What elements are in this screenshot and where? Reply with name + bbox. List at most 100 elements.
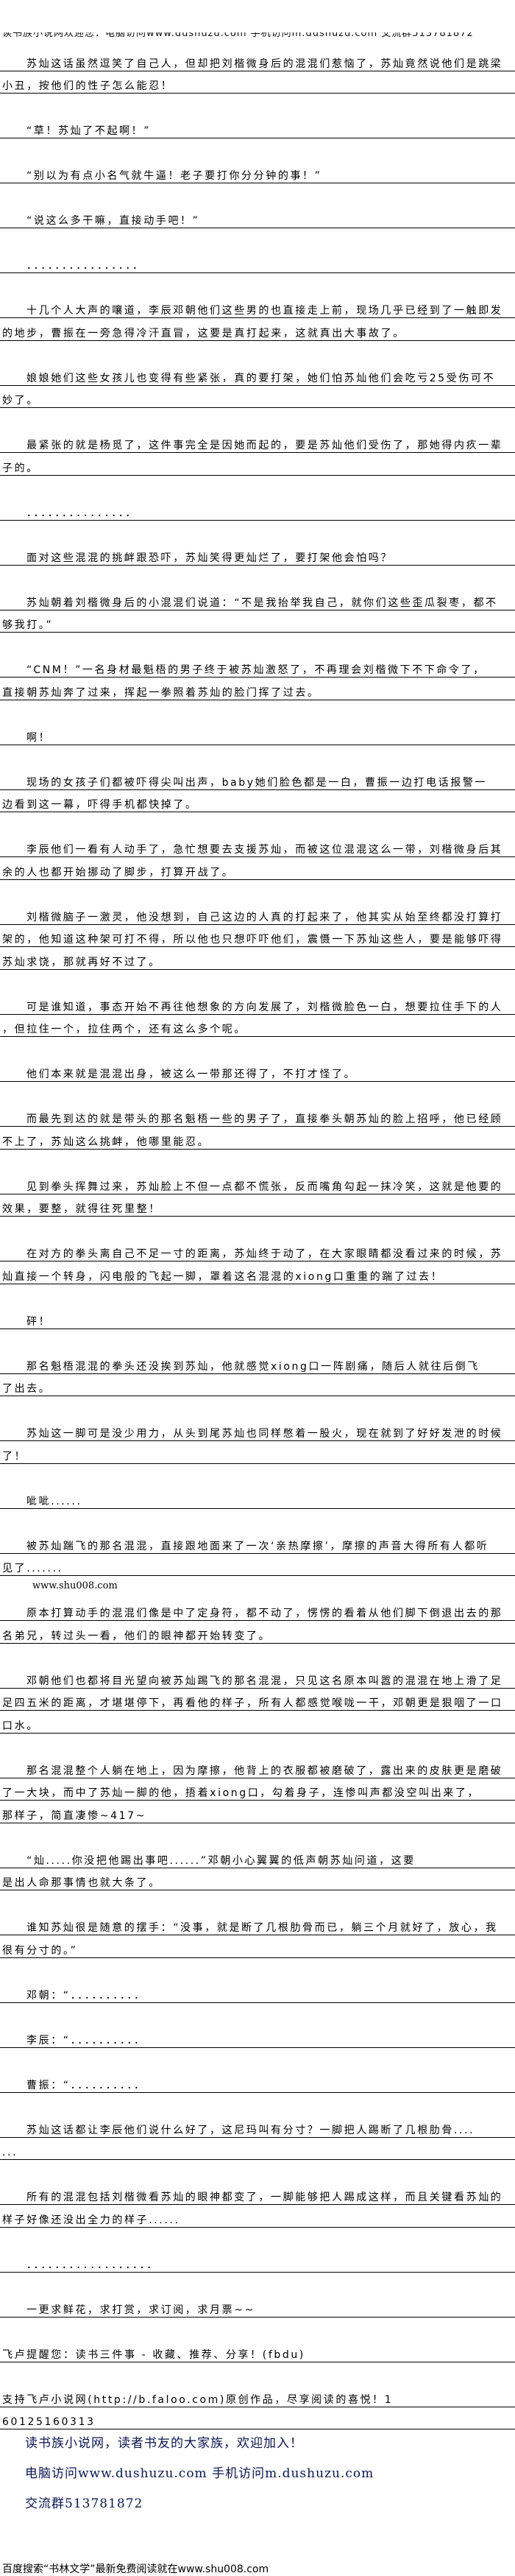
search-hint: 百度搜索“书林文学”最新免费阅读就在www.shu008.com bbox=[2, 2563, 269, 2575]
paragraph-text: 那名混混整个人躺在地上，因为摩擦，他背上的衣服都被磨破了，露出来的皮肤更是磨破 bbox=[26, 1764, 503, 1777]
paragraph-text: ．．．．．．．．．．．．．．．．．． bbox=[26, 2259, 159, 2271]
text-line: 娘娘她们这些女孩儿也变得有些紧张，真的要打架，她们怕苏灿他们会吃亏25受伤可不 bbox=[0, 363, 515, 386]
paragraph-text: 足四五米的距离，才堪堪停下，再看他的样子，所有人都感觉喉咙一干，邓朝更是狠咽了一… bbox=[2, 1697, 503, 1709]
paragraph-gap bbox=[0, 745, 515, 768]
paragraph-text: 样子好像还没出全力的样子...... bbox=[2, 2214, 180, 2226]
paragraph-text: 邓朝：“．．．．．．．．．． bbox=[26, 1989, 146, 2002]
paragraph-text: 了出去。 bbox=[2, 1383, 52, 1395]
paragraph-gap bbox=[0, 1509, 515, 1532]
paragraph-gap bbox=[0, 1217, 515, 1239]
paragraph-text: 苏灿这话都让李辰他们说什么好了，这尼玛叫有分寸？一脚把人踢断了几根肋骨.... bbox=[26, 2124, 475, 2136]
text-line: 而最先到达的就是带头的那名魁梧一些的男子了，直接拳头朝苏灿的脸上招呼，他已经顾 bbox=[0, 1105, 515, 1127]
text-line: 见到拳头挥舞过来，苏灿脸上不但一点都不慌张，反而嘴角勾起一抹冷笑，这就是他要的 bbox=[0, 1172, 515, 1194]
text-line: 很有分寸的。” bbox=[0, 1935, 515, 1958]
paragraph-text: 见了....... bbox=[2, 1563, 63, 1574]
paragraph-gap bbox=[0, 341, 515, 364]
paragraph-text: 名弟兄，转过头一看，他们的眼神都开始转变了。 bbox=[2, 1630, 271, 1642]
paragraph-text: “草！苏灿了不起啊！” bbox=[26, 125, 152, 137]
paragraph-gap bbox=[0, 1037, 515, 1060]
paragraph-text: 面对这些混混的挑衅跟恐吓，苏灿笑得更灿烂了，要打架他会怕吗？ bbox=[26, 552, 393, 564]
text-line: 妙了。 bbox=[0, 386, 515, 408]
paragraph-gap bbox=[0, 2048, 515, 2071]
text-line: 邓朝：“．．．．．．．．．． bbox=[0, 1980, 515, 2003]
text-line: 飞卢提醒您：读书三件事 - 收藏、推荐、分享！(fbdu) bbox=[0, 2340, 515, 2362]
paragraph-gap bbox=[0, 408, 515, 431]
text-line: 足四五米的距离，才堪堪停下，再看他的样子，所有人都感觉喉咙一干，邓朝更是狠咽了一… bbox=[0, 1689, 515, 1711]
site-watermark-text: www.shu008.com bbox=[32, 1580, 118, 1591]
text-line: 最紧张的就是杨觅了，这件事完全是因她而起的，要是苏灿他们受伤了，那她得内疚一辈 bbox=[0, 431, 515, 453]
paragraph-gap bbox=[0, 1284, 515, 1307]
paragraph-text: 60125160313 bbox=[2, 2416, 96, 2428]
text-line: 了一大块，而中了苏灿一脚的他，捂着xiong口，勾着身子，连惨叫声都没空叫出来了… bbox=[0, 1778, 515, 1801]
text-line: 现场的女孩子们都被吓得尖叫出声，baby她们脸色都是一白，曹振一边打电话报警一 bbox=[0, 767, 515, 790]
paragraph-gap bbox=[0, 273, 515, 296]
text-line: ．．．．．．．．．．．．．．． bbox=[0, 498, 515, 521]
text-line: 曹振：“．．．．．．．．．． bbox=[0, 2070, 515, 2093]
paragraph-text: 支持飞卢小说网(http://b.faloo.com)原创作品，尽享阅读的喜悦！… bbox=[2, 2393, 394, 2406]
paragraph-text: “说这么多干嘛，直接动手吧！” bbox=[26, 215, 200, 227]
text-line: 直接朝苏灿奔了过来，挥起一拳照着苏灿的脸门挥了过去。 bbox=[0, 678, 515, 700]
paragraph-gap bbox=[0, 476, 515, 499]
chapter-body: 苏灿这话虽然逗笑了自己人，但却把刘楷微身后的混混们惹恼了，苏灿竟然说他们是跳梁小… bbox=[0, 49, 515, 2429]
paragraph-text: 不上了，苏灿这么挑衅，他哪里能忍。 bbox=[2, 1136, 210, 1148]
text-line: “说这么多干嘛，直接动手吧！” bbox=[0, 206, 515, 228]
paragraph-text: 子的。 bbox=[2, 462, 39, 474]
paragraph-gap bbox=[0, 1150, 515, 1172]
text-line: 灿直接一个转身，闪电般的飞起一脚，罩着这名混混的xiong口重重的踹了过去！ bbox=[0, 1261, 515, 1284]
paragraph-gap bbox=[0, 2318, 515, 2340]
text-line: 子的。 bbox=[0, 453, 515, 476]
paragraph-text: 啊！ bbox=[26, 731, 52, 744]
paragraph-gap bbox=[0, 521, 515, 543]
paragraph-text: “CNM！”一名身材最魁梧的男子终于被苏灿激怒了，不再理会刘楷微下不下命令了， bbox=[26, 664, 486, 676]
text-line: 被苏灿踹飞的那名混混，直接跟地面来了一次‘亲热摩擦’，摩擦的声音大得所有人都听 bbox=[0, 1531, 515, 1554]
text-line: 不上了，苏灿这么挑衅，他哪里能忍。 bbox=[0, 1127, 515, 1150]
paragraph-text: 原本打算动手的混混们像是中了定身符，都不动了，愣愣的看着从他们脚下倒退出去的那 bbox=[26, 1608, 503, 1619]
paragraph-text: 谁知苏灿很是随意的摆手：“没事，就是断了几根肋骨而已，躺三个月就好了，放心，我 bbox=[26, 1922, 498, 1934]
paragraph-text: 现场的女孩子们都被吓得尖叫出声，baby她们脸色都是一白，曹振一边打电话报警一 bbox=[26, 776, 488, 789]
paragraph-text: 苏灿朝着刘楷微身后的小混混们说道：“不是我抬举我自己，就你们这些歪瓜裂枣，都不 bbox=[26, 597, 498, 609]
paragraph-text: 余的人也都开始挪动了脚步，打算开战了。 bbox=[2, 866, 235, 879]
paragraph-text: 直接朝苏灿奔了过来，挥起一拳照着苏灿的脸门挥了过去。 bbox=[2, 686, 320, 699]
text-line: 边看到这一幕，吓得手机都快掉了。 bbox=[0, 790, 515, 812]
paragraph-text: 够我打。” bbox=[2, 619, 54, 631]
text-line: ，但拉住一个，拉住两个，还有这么多个呢。 bbox=[0, 1015, 515, 1037]
paragraph-text: 那样子，简直凄惨~417~ bbox=[2, 1809, 146, 1822]
text-line: 邓朝他们也都将目光望向被苏灿踢飞的那名混混，只见这名原本叫嚣的混混在地上滑了足 bbox=[0, 1666, 515, 1689]
text-line: 样子好像还没出全力的样子...... bbox=[0, 2205, 515, 2228]
paragraph-text: 李辰：“．．．．．．．．．． bbox=[26, 2034, 146, 2047]
text-line: 的地步，曹振在一旁急得冷汗直冒，这要是真打起来，这就真出大事故了。 bbox=[0, 318, 515, 341]
paragraph-text: 了一大块，而中了苏灿一脚的他，捂着xiong口，勾着身子，连惨叫声都没空叫出来了… bbox=[2, 1787, 480, 1799]
text-line: “CNM！”一名身材最魁梧的男子终于被苏灿激怒了，不再理会刘楷微下不下命令了， bbox=[0, 655, 515, 678]
paragraph-gap bbox=[0, 2273, 515, 2295]
paragraph-text: 了！ bbox=[2, 1450, 27, 1463]
paragraph-gap bbox=[0, 2093, 515, 2116]
text-line: 原本打算动手的混混们像是中了定身符，都不动了，愣愣的看着从他们脚下倒退出去的那 bbox=[0, 1599, 515, 1621]
paragraph-text: 很有分寸的。” bbox=[2, 1944, 78, 1957]
top-banner: 读书族小说网欢迎您：电脑访问www.dushuzu.com 手机访问m.dush… bbox=[2, 32, 474, 39]
text-line: 一更求鲜花，求打赏，求订阅，求月票~~ bbox=[0, 2295, 515, 2318]
text-line: 啊！ bbox=[0, 722, 515, 745]
text-line: 架的，他知道这种架可打不得，所以他也只想吓吓他们，震慑一下苏灿这些人，要是能够吓… bbox=[0, 925, 515, 947]
paragraph-text: 他们本来就是混混出身，被这么一带那还得了，不打才怪了。 bbox=[26, 1069, 357, 1080]
paragraph-text: 被苏灿踹飞的那名混混，直接跟地面来了一次‘亲热摩擦’，摩擦的声音大得所有人都听 bbox=[26, 1540, 489, 1552]
paragraph-text: ．．．．．．．．．．．．．．． bbox=[26, 507, 138, 519]
paragraph-text: 曹振：“．．．．．．．．．． bbox=[26, 2079, 146, 2091]
paragraph-gap bbox=[0, 1082, 515, 1105]
paragraph-gap bbox=[0, 228, 515, 251]
text-line: 面对这些混混的挑衅跟恐吓，苏灿笑得更灿烂了，要打架他会怕吗？ bbox=[0, 543, 515, 566]
paragraph-gap bbox=[0, 633, 515, 655]
paragraph-text: 刘楷微脑子一激灵，他没想到，自己这边的人真的打起来了，他其实从始至终都没打算打 bbox=[26, 911, 503, 923]
text-line: 是出人命那事情也就大条了。 bbox=[0, 1868, 515, 1890]
paragraph-text: 那名魁梧混混的拳头还没挨到苏灿，他就感觉xiong口一阵剧痛，随后人就往后倒飞 bbox=[26, 1360, 480, 1373]
text-line: 余的人也都开始挪动了脚步，打算开战了。 bbox=[0, 857, 515, 880]
promo-line-3: 交流群513781872 bbox=[25, 2496, 143, 2511]
text-line: 李辰：“．．．．．．．．．． bbox=[0, 2025, 515, 2048]
text-line: 那样子，简直凄惨~417~ bbox=[0, 1801, 515, 1823]
paragraph-gap bbox=[0, 700, 515, 723]
text-line: ．．．．．．．．．．．．．．．．．． bbox=[0, 2250, 515, 2273]
paragraph-text: 架的，他知道这种架可打不得，所以他也只想吓吓他们，震慑一下苏灿这些人，要是能够吓… bbox=[2, 934, 503, 946]
paragraph-gap bbox=[0, 970, 515, 993]
paragraph-gap bbox=[0, 2003, 515, 2026]
paragraph-text: 飞卢提醒您：读书三件事 - 收藏、推荐、分享！(fbdu) bbox=[2, 2348, 305, 2361]
text-line: “灿.....你没把他踢出事吧......”邓朝小心翼翼的低声朝苏灿问道，这要 bbox=[0, 1845, 515, 1868]
